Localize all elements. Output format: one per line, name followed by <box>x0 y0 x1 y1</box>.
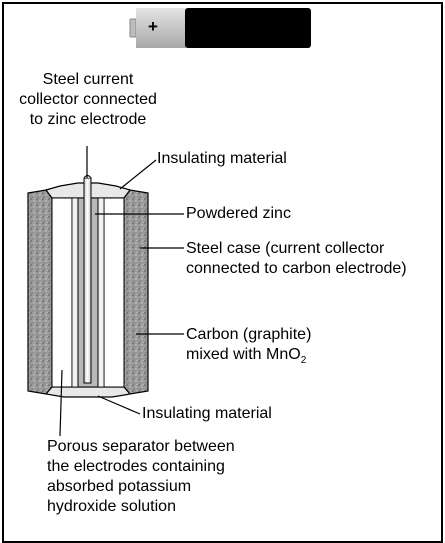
label-steel-case: Steel case (current collector connected … <box>186 239 407 279</box>
label-line: the electrodes containing <box>47 458 225 475</box>
right-separator-film <box>97 197 105 388</box>
label-line: hydroxide solution <box>47 498 176 515</box>
label-steel-current-collector: Steel current collector connected to zin… <box>9 70 167 130</box>
leader-insulating-bottom <box>97 395 141 415</box>
label-powdered-zinc: Powdered zinc <box>186 205 291 222</box>
right-separator <box>103 197 125 388</box>
right-cathode-wall <box>123 189 149 395</box>
battery-positive-cap <box>136 8 186 48</box>
label-line: to zinc electrode <box>29 111 147 128</box>
positive-terminal-symbol: + <box>148 17 158 36</box>
battery-body <box>185 8 311 48</box>
left-cathode-wall <box>27 189 53 395</box>
label-line: collector connected <box>19 91 157 108</box>
collector-rod <box>83 177 92 384</box>
label-line: absorbed potassium <box>47 478 192 495</box>
leader-lines <box>59 146 184 437</box>
label-carbon-graphite: Carbon (graphite) mixed with MnO2 <box>186 325 311 371</box>
label-insulating-material-bottom: Insulating material <box>142 405 272 422</box>
leader-insulating-top <box>119 159 157 190</box>
label-line: Porous separator between <box>47 438 235 455</box>
cell-cross-section <box>27 175 149 398</box>
label-line: connected to carbon electrode) <box>186 260 407 277</box>
label-line: Carbon (graphite) <box>186 326 312 343</box>
leader-separator <box>59 369 63 437</box>
left-separator <box>51 197 73 388</box>
label-line-with-subscript: mixed with MnO2 <box>186 345 311 371</box>
battery-nub <box>129 18 137 38</box>
label-text: mixed with MnO <box>186 346 301 363</box>
left-separator-film <box>71 197 79 388</box>
label-line: Steel current <box>42 71 134 88</box>
label-line: Steel case (current collector <box>186 240 385 257</box>
bottom-insulator <box>44 386 132 398</box>
label-porous-separator: Porous separator between the electrodes … <box>47 437 235 517</box>
label-insulating-material-top: Insulating material <box>157 150 287 167</box>
subscript: 2 <box>300 355 307 367</box>
battery-icon <box>129 8 311 48</box>
